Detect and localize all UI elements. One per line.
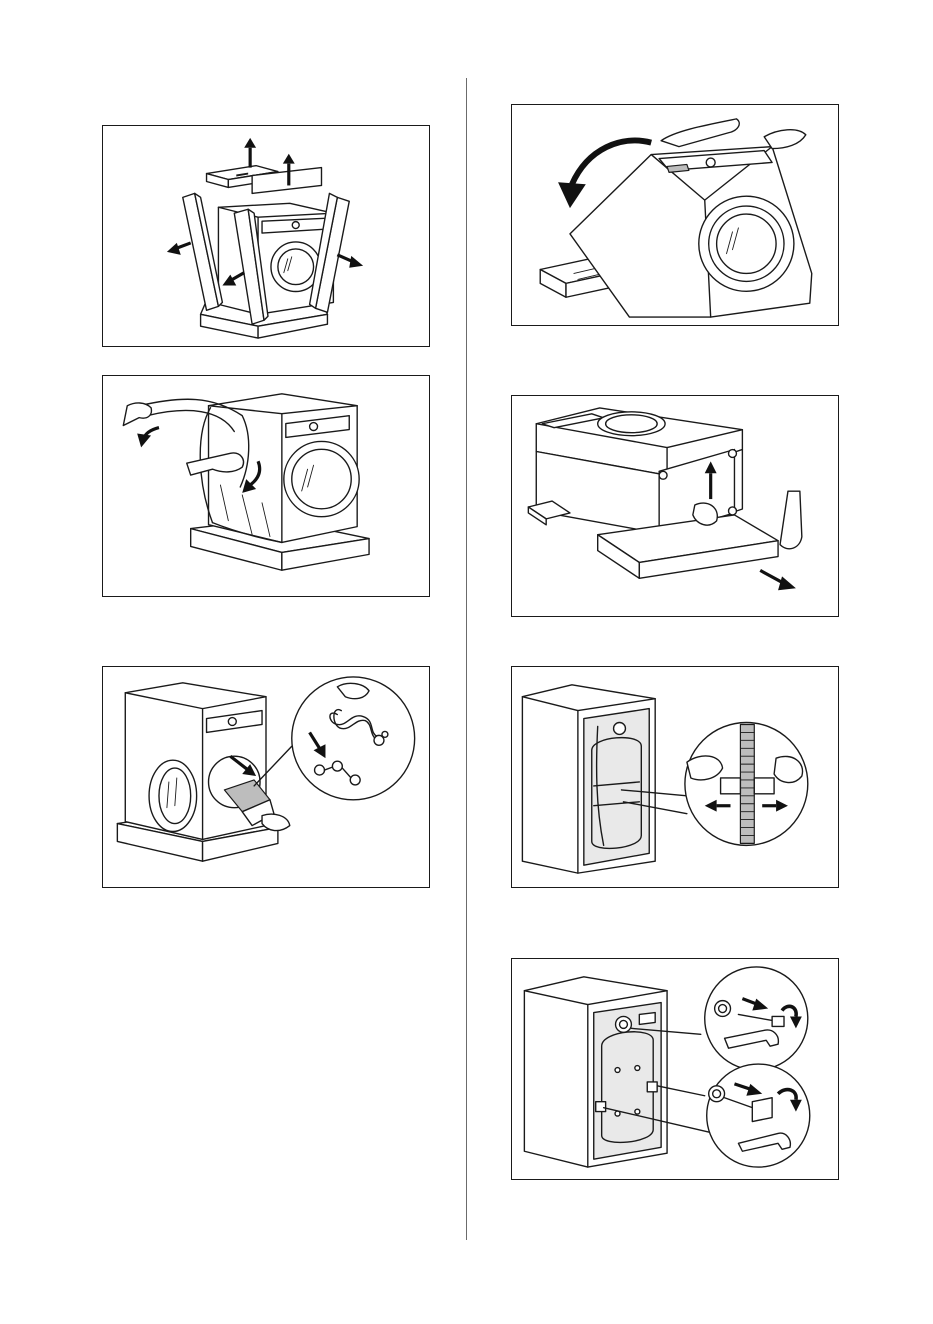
figure-remove-protective-film xyxy=(102,375,430,597)
figure-remove-packaging-panels xyxy=(102,125,430,347)
spanner-bolt-icon xyxy=(512,959,838,1179)
inlet-hose-icon xyxy=(103,667,429,887)
figure-remove-hose-and-accessories xyxy=(102,666,430,888)
remove-film-icon xyxy=(103,376,429,596)
figure-tilt-appliance-back xyxy=(511,104,839,326)
figure-remove-polystyrene-base xyxy=(511,395,839,617)
figure-release-rear-hose-clips xyxy=(511,666,839,888)
figure-remove-transit-bolts xyxy=(511,958,839,1180)
hose-clip-icon xyxy=(512,667,838,887)
unpack-carton-icon xyxy=(103,126,429,346)
base-removal-icon xyxy=(512,396,838,616)
column-divider xyxy=(466,78,467,1240)
tilt-rotate-icon xyxy=(512,105,838,325)
